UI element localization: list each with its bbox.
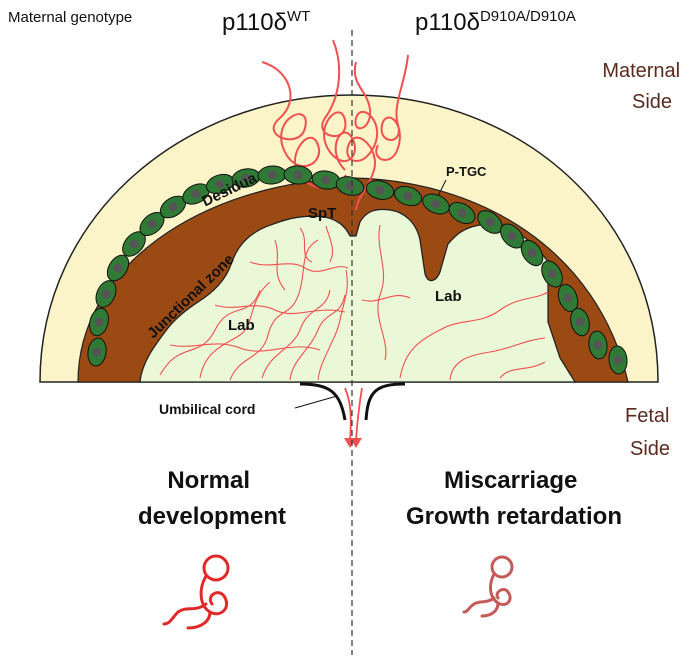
ptgc-nucleus bbox=[563, 293, 573, 303]
ptgc-nucleus bbox=[345, 181, 355, 191]
ptgc-nucleus bbox=[375, 185, 385, 195]
ptgc-nucleus bbox=[431, 199, 441, 209]
maternal-side-label: Maternal Side bbox=[602, 60, 685, 113]
outcome-miscarriage-growth-retardation: Miscarriage Growth retardation bbox=[406, 467, 622, 530]
umbilical-cord bbox=[294, 382, 406, 448]
ptgc-nucleus bbox=[575, 317, 585, 327]
ptgc-nucleus bbox=[94, 317, 104, 327]
umbilical-cord-label: Umbilical cord bbox=[159, 401, 255, 417]
ptgc-nucleus bbox=[147, 219, 157, 229]
maternal-genotype-label: Maternal genotype bbox=[8, 9, 132, 26]
lab-right-label: Lab bbox=[435, 288, 462, 305]
fetal-vessels bbox=[159, 224, 549, 381]
ptgc-nucleus bbox=[485, 217, 495, 227]
ptgc-label: P-TGC bbox=[446, 164, 487, 179]
ptgc-nucleus bbox=[113, 263, 123, 273]
fetal-side-label: Fetal Side bbox=[625, 405, 675, 460]
ptgc-nucleus bbox=[241, 173, 251, 183]
ptgc-nucleus bbox=[403, 191, 413, 201]
ptgc-nucleus bbox=[168, 202, 178, 212]
ptgc-nucleus bbox=[293, 170, 303, 180]
ptgc-nucleus bbox=[457, 208, 467, 218]
ptgc-nucleus bbox=[92, 347, 102, 357]
ptgc-nucleus bbox=[547, 269, 557, 279]
wt-genotype-label: p110δWT bbox=[222, 8, 310, 36]
ptgc-nucleus bbox=[507, 231, 517, 241]
labyrinth-zone bbox=[139, 208, 577, 383]
mutant-genotype-label: p110δD910A/D910A bbox=[415, 8, 576, 36]
ptgc-pointer bbox=[437, 179, 447, 197]
fetus-retarded-icon bbox=[462, 555, 514, 618]
lab-left-label: Lab bbox=[228, 317, 255, 334]
ptgc-cells bbox=[87, 165, 628, 375]
ptgc-nucleus bbox=[101, 289, 111, 299]
outcome-normal-development: Normal development bbox=[138, 467, 286, 530]
ptgc-nucleus bbox=[321, 175, 331, 185]
ptgc-nucleus bbox=[527, 248, 537, 258]
spt-label: SpT bbox=[308, 205, 336, 222]
ptgc-nucleus bbox=[191, 189, 201, 199]
ptgc-nucleus bbox=[613, 355, 623, 365]
ptgc-nucleus bbox=[129, 239, 139, 249]
ptgc-nucleus bbox=[593, 340, 603, 350]
ptgc-nucleus bbox=[215, 179, 225, 189]
ptgc-nucleus bbox=[267, 170, 277, 180]
fetus-normal-icon bbox=[162, 554, 230, 630]
